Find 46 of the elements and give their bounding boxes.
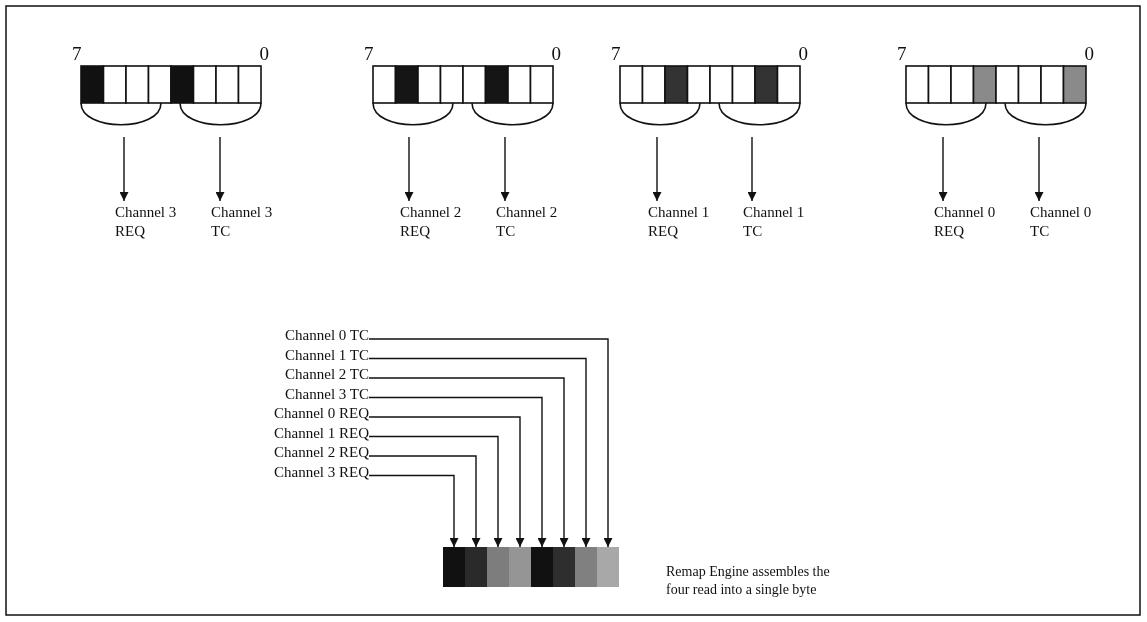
bit-register xyxy=(364,44,561,127)
arrow xyxy=(500,136,510,202)
arrow xyxy=(1034,136,1044,202)
bit-number: 0 xyxy=(551,44,561,64)
bit-register xyxy=(72,44,269,127)
signal-label: Channel 3 TC xyxy=(211,203,293,241)
signal-label: Channel 2 REQ xyxy=(400,203,482,241)
signal-label: Channel 1 REQ xyxy=(274,423,369,442)
arrow xyxy=(215,136,225,202)
arrow xyxy=(368,435,503,548)
signal-label: Channel 3 REQ xyxy=(274,462,369,481)
signal-label: Channel 1 TC xyxy=(743,203,825,241)
bit-number: 7 xyxy=(72,44,82,64)
arrow xyxy=(404,136,414,202)
caption-text: Remap Engine assembles the four read into a single byte xyxy=(666,563,831,599)
signal-label: Channel 3 REQ xyxy=(115,203,197,241)
bit-register xyxy=(611,44,808,127)
signal-label: Channel 1 TC xyxy=(285,345,369,364)
signal-label: Channel 0 REQ xyxy=(934,203,1016,241)
bit-number: 7 xyxy=(364,44,374,64)
bit-number: 7 xyxy=(611,44,621,64)
signal-label: Channel 3 TC xyxy=(285,384,369,403)
bit-register xyxy=(897,44,1094,127)
bit-number: 0 xyxy=(798,44,808,64)
signal-label: Channel 1 REQ xyxy=(648,203,730,241)
bit-number: 7 xyxy=(897,44,907,64)
arrow xyxy=(747,136,757,202)
bit-number: 0 xyxy=(1084,44,1094,64)
arrow xyxy=(119,136,129,202)
arrow xyxy=(368,377,569,548)
arrow xyxy=(368,396,547,548)
arrow xyxy=(368,455,481,548)
signal-label: Channel 0 TC xyxy=(1030,203,1112,241)
arrow xyxy=(368,357,591,548)
byte-register xyxy=(443,547,619,587)
signal-label: Channel 2 TC xyxy=(285,365,369,383)
bit-number: 0 xyxy=(259,44,269,64)
arrow xyxy=(938,136,948,202)
signal-label: Channel 0 REQ xyxy=(274,404,369,422)
arrow xyxy=(368,474,459,548)
arrow xyxy=(368,416,525,548)
signal-label: Channel 2 REQ xyxy=(274,443,369,461)
signal-label: Channel 0 TC xyxy=(285,326,369,344)
arrow xyxy=(368,338,613,548)
signal-label: Channel 2 TC xyxy=(496,203,578,241)
arrow xyxy=(652,136,662,202)
